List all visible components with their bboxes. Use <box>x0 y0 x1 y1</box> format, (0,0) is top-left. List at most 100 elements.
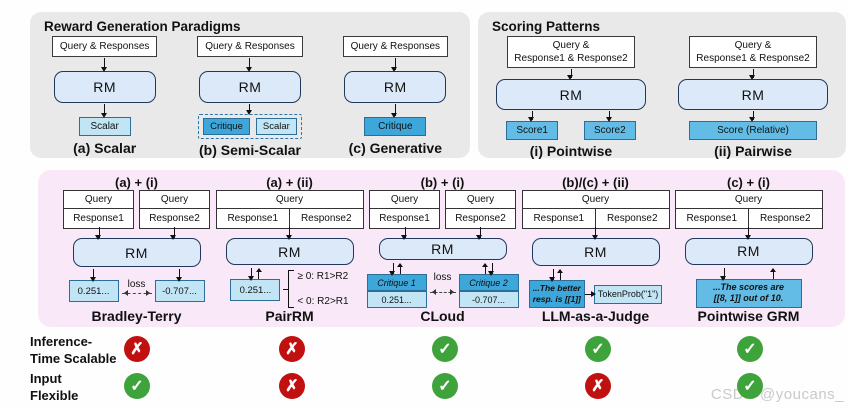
column-pointwise-grm: (c) + (i) Query Response1 Response2 RM <box>672 170 825 327</box>
down-arrow-icon <box>246 58 253 72</box>
paradigm-generative: Query & Responses RM Critique (c) Genera… <box>327 36 464 158</box>
loss-double-arrow-icon <box>429 289 456 296</box>
column-bradley-terry: (a) + (i) Query Response1 Query Response… <box>60 170 213 327</box>
query-response-table: Query Response1 Response2 <box>521 190 670 229</box>
down-arrow-icon <box>749 111 756 122</box>
scoring-columns: Query & Response1 & Response2 RM Score1 … <box>478 36 846 159</box>
scoring-pairwise: Query & Response1 & Response2 RM Score (… <box>666 36 840 159</box>
input-tables: Query Response1 Response2 <box>521 190 670 229</box>
down-arrow-icon <box>389 263 396 276</box>
gen-line1: ...The scores are <box>712 281 785 292</box>
gen-line1: ...The better <box>532 282 581 293</box>
caption-pairwise: (ii) Pairwise <box>714 143 792 159</box>
query-response-table: Query Response2 <box>445 190 516 229</box>
arrows-to-rm <box>591 227 598 240</box>
outputs: 0.251... ≥ 0: R1>R2 < 0: R2>R1 <box>230 267 349 308</box>
query-response-table: Query Response1 <box>63 190 134 230</box>
input-line1: Query & <box>734 40 772 51</box>
rm-box: RM <box>53 71 156 103</box>
down-arrow-icon <box>95 227 102 241</box>
feedback-arrows <box>248 267 262 281</box>
feature-label-input-flexible: Input Flexible <box>30 371 78 404</box>
loss-group: loss <box>119 280 155 297</box>
feedback-arrows <box>481 262 495 276</box>
response-cell: Response1 <box>379 212 430 224</box>
watermark: CSDN @youcans_ <box>710 386 844 403</box>
response1-cell: Response1 <box>227 212 279 224</box>
loss-double-arrow-icon <box>121 290 152 297</box>
down-arrow-icon <box>100 58 107 72</box>
up-arrow-icon <box>396 263 403 274</box>
arrows-to-rm <box>285 227 292 240</box>
input-box: Query & Responses <box>51 36 158 57</box>
caption-bradley-terry: Bradley-Terry <box>91 308 182 324</box>
down-arrow-icon <box>549 268 556 282</box>
label-line2: Time Scalable <box>30 350 117 366</box>
down-arrow-icon <box>749 69 756 80</box>
critique-score-stack: Critique 2 -0.707... <box>458 274 519 308</box>
down-arrow-icon <box>100 104 107 118</box>
decision-rules: ≥ 0: R1>R2 < 0: R2>R1 <box>297 271 348 307</box>
outputs: 0.251... loss -0.707... <box>68 269 205 308</box>
loss-label: loss <box>433 272 452 283</box>
input-box: Query & Responses <box>342 36 449 57</box>
gen-line2: resp. is [[1]] <box>532 293 581 304</box>
feature-mark-icon: ✓ <box>737 336 763 362</box>
column-llm-as-a-judge: (b)/(c) + (ii) Query Response1 Response2… <box>519 170 672 327</box>
caption-semi-scalar: (b) Semi-Scalar <box>199 142 301 158</box>
arrows-to-rm <box>95 227 177 241</box>
score2-stack: Score2 <box>584 110 636 140</box>
down-arrow-icon <box>170 227 177 241</box>
input-line2: Response1 & Response2 <box>514 53 628 64</box>
scalar-box: Scalar <box>255 118 297 135</box>
score2-stack: -0.707... <box>154 269 205 303</box>
column-cloud: (b) + (i) Query Response1 Query Response… <box>366 170 519 327</box>
feature-label-inference-time-scalable: Inference- Time Scalable <box>30 334 116 367</box>
response-cell: Response2 <box>455 212 506 224</box>
caption-pointwise: (i) Pointwise <box>529 143 613 159</box>
critique1-box: Critique 1 <box>366 274 427 291</box>
response2-cell: Response2 <box>595 209 669 228</box>
column-header: (c) + (i) <box>727 175 770 190</box>
input-tables: Query Response1 Response2 <box>215 190 364 229</box>
query-cell: Query <box>446 191 515 209</box>
up-arrow-icon <box>255 268 262 279</box>
panel-reward-generation-paradigms: Reward Generation Paradigms Query & Resp… <box>30 12 470 158</box>
generation-stack: ...The better resp. is [[1]] <box>528 268 585 308</box>
query-response-table: Query Response1 <box>369 190 440 229</box>
input-box: Query & Response1 & Response2 <box>689 36 817 68</box>
down-arrow-icon <box>401 227 408 240</box>
column-header: (a) + (ii) <box>266 175 313 190</box>
caption-scalar: (a) Scalar <box>73 140 137 156</box>
label-line1: Input <box>30 371 62 386</box>
rm-box: RM <box>72 238 201 268</box>
semi-scalar-output-group: Critique Scalar <box>198 114 302 139</box>
arrows-to-rm <box>744 227 751 240</box>
query-cell: Query <box>140 191 209 210</box>
down-arrow-icon <box>391 58 398 72</box>
caption-cloud: CLoud <box>420 308 465 324</box>
feature-mark-icon: ✗ <box>279 373 305 399</box>
up-arrow-icon <box>481 263 488 274</box>
caption-llm-as-a-judge: LLM-as-a-Judge <box>541 308 650 324</box>
input-line1: Query & <box>552 40 590 51</box>
up-arrow-icon <box>769 267 776 279</box>
feature-mark-icon: ✓ <box>585 336 611 362</box>
column-header: (b)/(c) + (ii) <box>562 175 629 190</box>
column-header: (b) + (i) <box>420 175 465 190</box>
score-outputs: Score1 Score2 <box>506 110 636 140</box>
down-arrow-icon <box>248 268 255 281</box>
query-cell: Query <box>370 191 439 209</box>
score1-stack: Score1 <box>506 110 558 140</box>
response-cell: Response2 <box>149 212 200 224</box>
input-box: Query & Response1 & Response2 <box>507 36 635 68</box>
generation-stack: ...The scores are [[8, 1]] out of 10. <box>695 267 802 308</box>
column-pairrm: (a) + (ii) Query Response1 Response2 RM <box>213 170 366 327</box>
paradigm-columns: Query & Responses RM Scalar (a) Scalar Q… <box>30 36 470 158</box>
rm-box: RM <box>198 71 301 103</box>
scoring-pointwise: Query & Response1 & Response2 RM Score1 … <box>484 36 658 159</box>
input-tables: Query Response1 Query Response2 <box>369 190 516 229</box>
rm-box: RM <box>496 79 646 110</box>
rm-box: RM <box>225 238 354 265</box>
critique1-stack: Critique 1 0.251... <box>366 262 427 308</box>
